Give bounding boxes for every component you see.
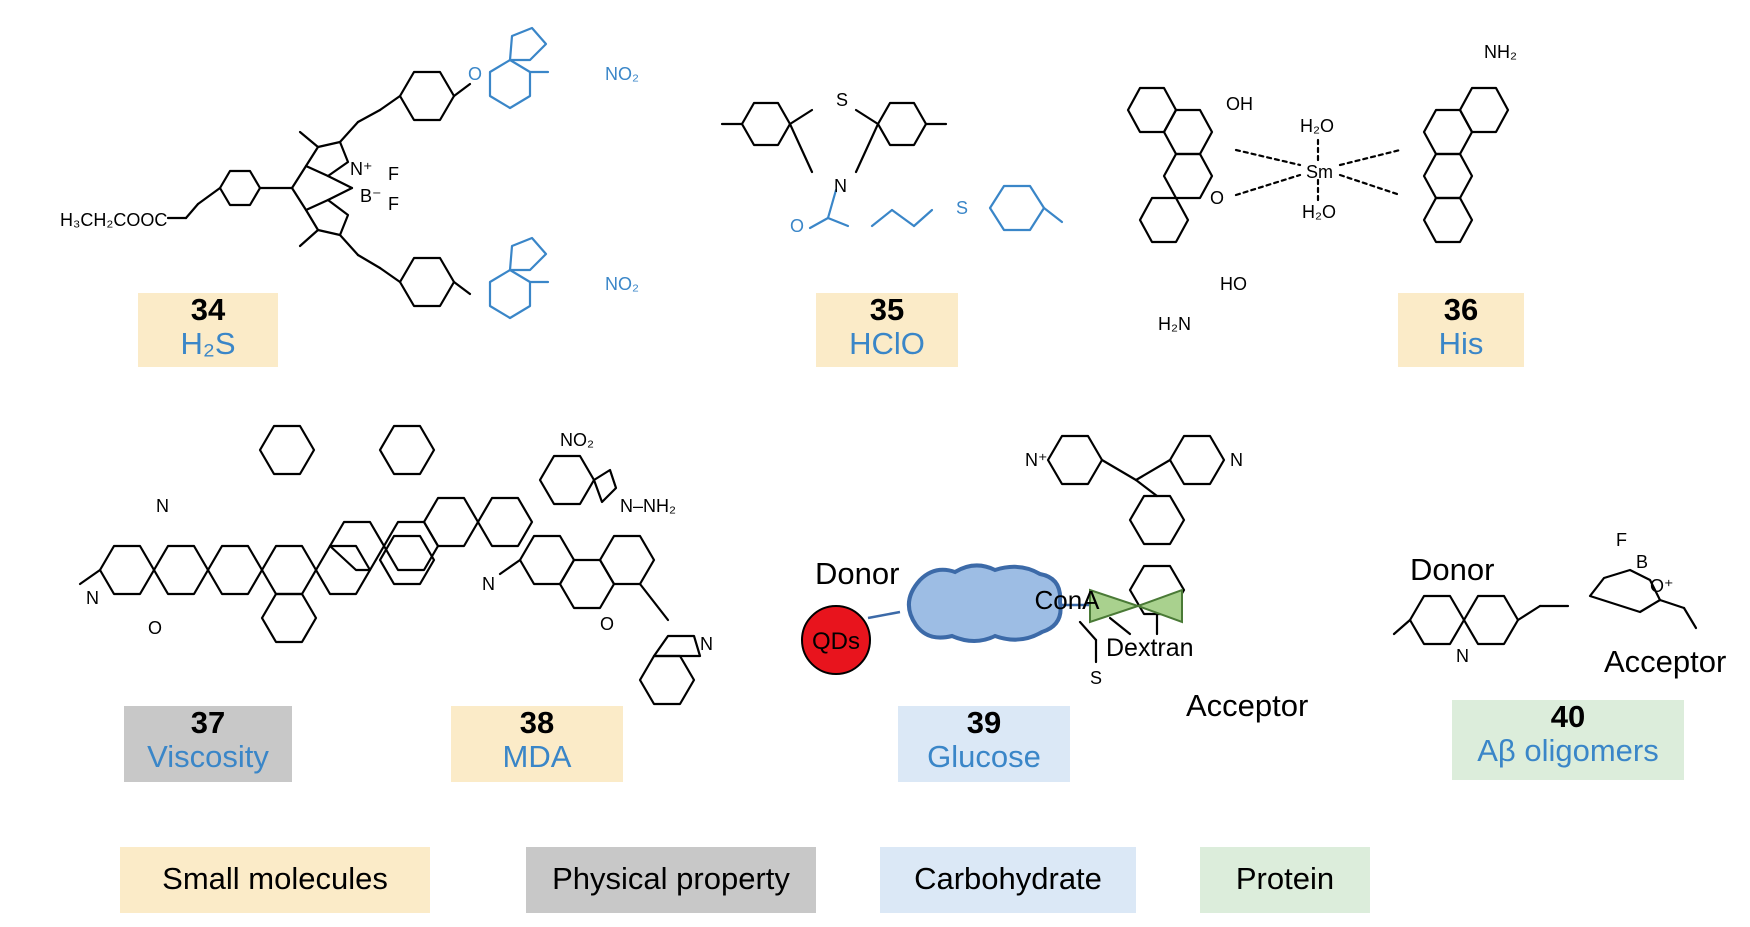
probe-box-37: 37 Viscosity <box>124 706 292 782</box>
atom-label: N <box>834 176 847 196</box>
acceptor-label-40: Acceptor <box>1604 644 1727 679</box>
probe-number: 39 <box>966 705 1002 740</box>
cona-label: ConA <box>1034 585 1100 615</box>
probe-box-39: 39 Glucose <box>898 706 1070 782</box>
probe-box-34: 34 H₂S <box>138 293 278 367</box>
atom-label: N–NH₂ <box>620 496 676 516</box>
atom-label: S <box>956 198 968 218</box>
probe-box-36: 36 His <box>1398 293 1524 367</box>
atom-label: O⁺ <box>1650 576 1674 596</box>
atom-label: N⁺ <box>350 159 373 179</box>
probe-analyte: Aβ oligomers <box>1477 733 1659 768</box>
atom-label: O <box>600 614 614 634</box>
atom-label: N <box>86 588 99 608</box>
atom-label: O <box>790 216 804 236</box>
atom-label: N <box>156 496 169 516</box>
probe-analyte: Glucose <box>927 739 1041 774</box>
atom-label: NO₂ <box>605 64 639 84</box>
atom-label: NO₂ <box>560 430 594 450</box>
atom-label: F <box>1616 530 1627 550</box>
donor-label-40: Donor <box>1410 552 1495 587</box>
probe-number: 34 <box>190 292 226 327</box>
probe-number: 40 <box>1550 699 1586 734</box>
fret-assembly-39 <box>801 563 1183 675</box>
probe-analyte: MDA <box>502 739 572 774</box>
structure-39 <box>1046 434 1226 664</box>
atom-label: N <box>1230 450 1243 470</box>
dextran-triangle-left <box>1089 588 1142 624</box>
atom-label: NO₂ <box>605 274 639 294</box>
atom-label: H₃CH₂COOC <box>60 210 167 230</box>
atom-label: OH <box>1226 94 1253 114</box>
sm-coordination-bonds <box>1234 138 1402 202</box>
atom-label: H₂O <box>1302 202 1336 222</box>
donor-label-39: Donor <box>815 556 900 591</box>
atom-label: F <box>388 164 399 184</box>
atom-label: N <box>1456 646 1469 666</box>
legend-small-molecules: Small molecules <box>120 847 430 913</box>
atom-label: H₂N <box>1158 314 1191 334</box>
atom-label: Sm <box>1306 162 1333 182</box>
probe-box-35: 35 HClO <box>816 293 958 367</box>
structure-37 <box>78 424 534 644</box>
urea-sulfonamide-35 <box>808 184 1064 232</box>
probe-analyte: His <box>1438 326 1484 361</box>
atom-label: S <box>836 90 848 110</box>
probe-analyte: H₂S <box>180 326 236 361</box>
atom-label: B⁻ <box>360 186 382 206</box>
probe-number: 35 <box>869 292 905 327</box>
atom-label: O <box>148 618 162 638</box>
cona-protein-shape <box>907 563 1063 643</box>
atom-label: N <box>482 574 495 594</box>
atom-label: H₂O <box>1300 116 1334 136</box>
dextran-triangle-right <box>1135 588 1183 624</box>
probe-number: 37 <box>190 705 226 740</box>
structure-35 <box>720 101 948 174</box>
probe-analyte: HClO <box>849 326 925 361</box>
acceptor-label-39: Acceptor <box>1186 688 1309 723</box>
atom-label: N <box>700 634 713 654</box>
atom-label: F <box>388 194 399 214</box>
atom-label: N⁺ <box>1025 450 1048 470</box>
probe-analyte: Viscosity <box>147 739 269 774</box>
atom-label: O <box>1210 188 1224 208</box>
atom-label: S <box>1090 668 1102 688</box>
legend-carbohydrate: Carbohydrate <box>880 847 1136 913</box>
qds-circle <box>801 605 871 675</box>
structure-40 <box>1392 568 1698 646</box>
atom-label: NH₂ <box>1484 42 1517 62</box>
atom-label: HO <box>1220 274 1247 294</box>
qds-label: QDs <box>812 628 860 655</box>
probe-box-38: 38 MDA <box>451 706 623 782</box>
probe-number: 38 <box>519 705 555 740</box>
structure-34 <box>166 70 472 308</box>
probe-number: 36 <box>1443 292 1479 327</box>
dextran-label: Dextran <box>1106 634 1194 662</box>
structure-36 <box>1126 86 1510 244</box>
probe-box-40: 40 Aβ oligomers <box>1452 700 1684 780</box>
legend-protein: Protein <box>1200 847 1370 913</box>
legend-physical-property: Physical property <box>526 847 816 913</box>
atom-label: O <box>468 64 482 84</box>
atom-label: B <box>1636 552 1648 572</box>
nbd-group-34 <box>488 26 550 320</box>
structure-38 <box>498 454 702 706</box>
